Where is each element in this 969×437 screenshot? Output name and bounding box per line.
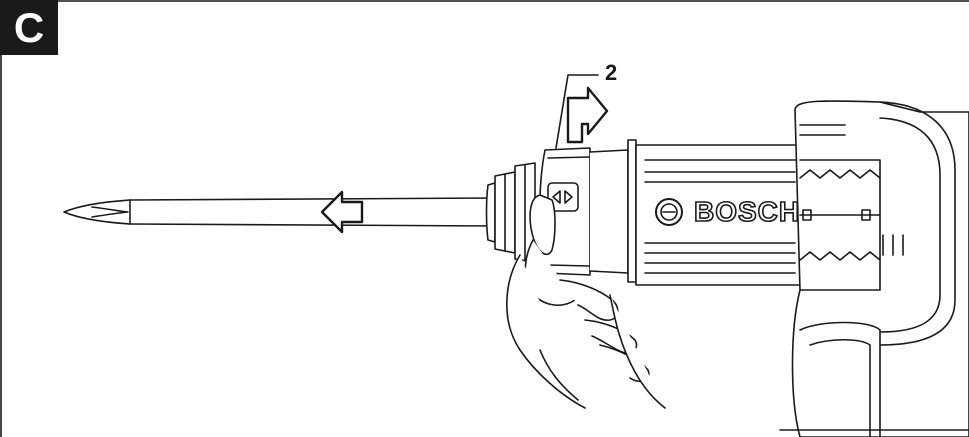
chisel-bit (63, 197, 496, 227)
brand-logo-text: BOSCH (693, 195, 801, 228)
arrow-left-icon (320, 190, 364, 234)
callout-leader (555, 74, 599, 149)
hands (506, 194, 666, 409)
motor-housing (779, 100, 969, 437)
callout-number: 2 (605, 60, 618, 85)
arrow-right-icon (566, 86, 609, 144)
tool-holder (485, 162, 536, 263)
panel-label-badge: C (0, 0, 58, 55)
tool-housing (627, 139, 801, 286)
bosch-logo-icon (655, 198, 683, 226)
